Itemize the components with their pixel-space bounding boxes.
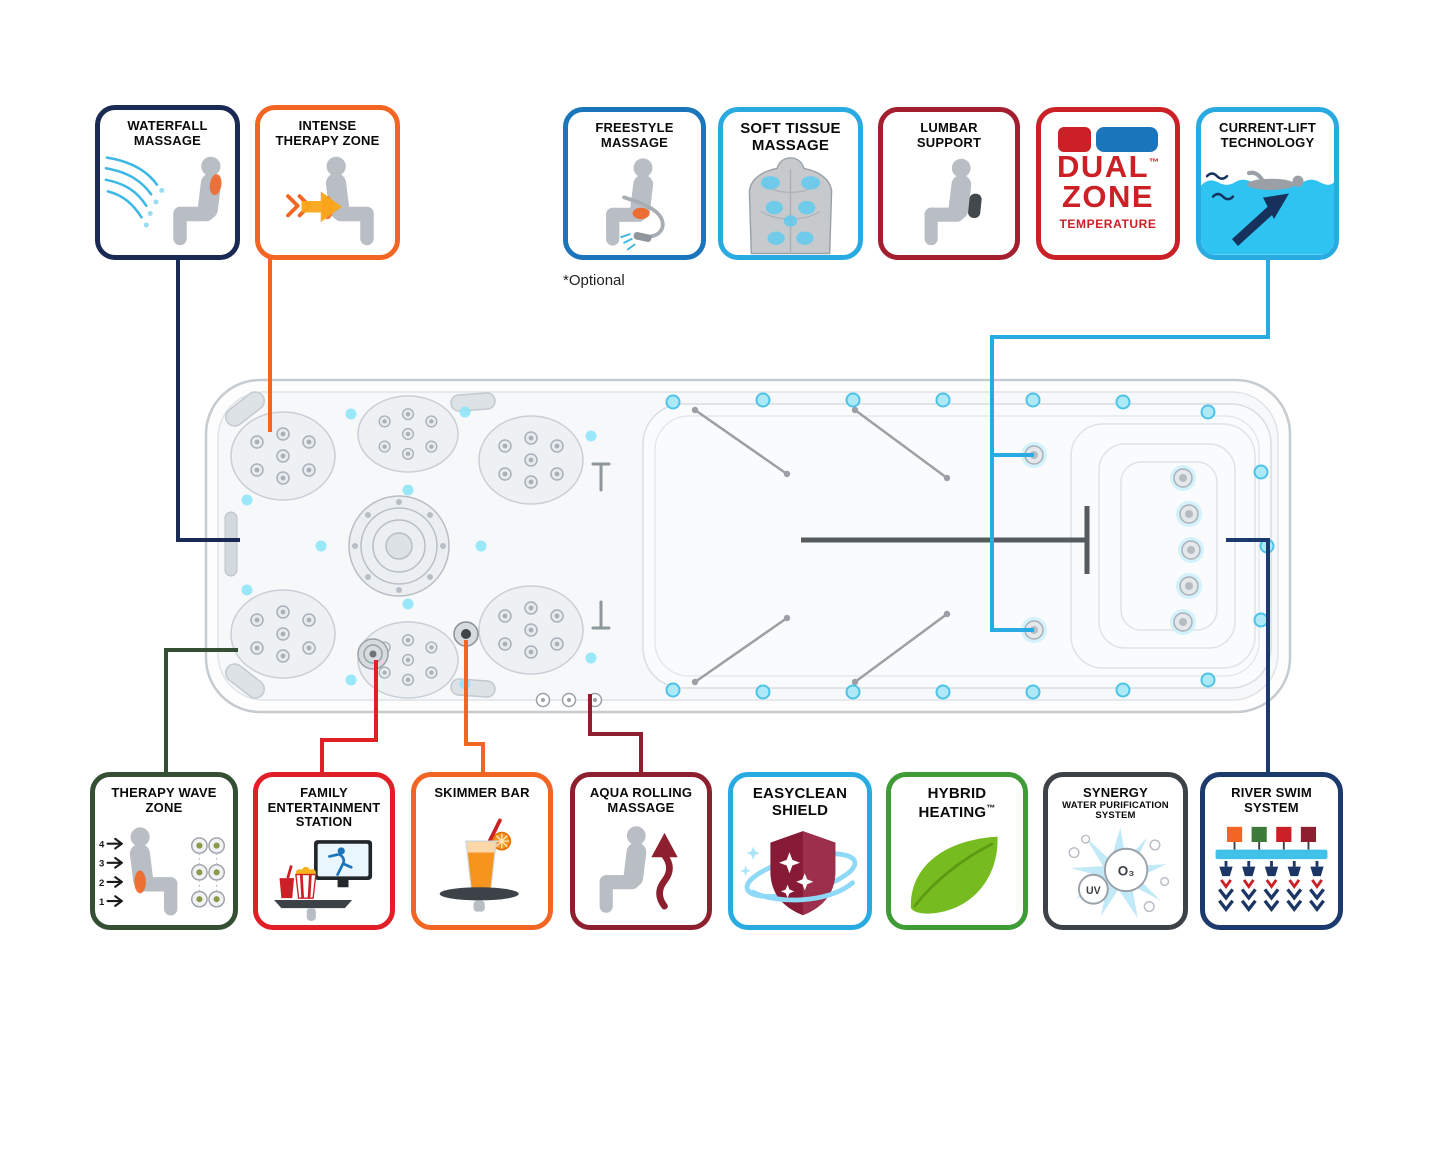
intense-therapy-label: INTENSE THERAPY ZONE	[275, 118, 380, 148]
easyclean-label: EASYCLEAN SHIELD	[752, 785, 848, 819]
badge-lumbar-support: LUMBAR SUPPORT	[878, 107, 1020, 260]
trademark-symbol: ™	[1149, 157, 1160, 169]
waterfall-massage-label: WATERFALL MASSAGE	[127, 118, 208, 148]
freestyle-massage-label: FREESTYLE MASSAGE	[595, 120, 674, 150]
wave-number-4: 4	[99, 840, 105, 851]
badge-current-lift-technology: CURRENT-LIFT TECHNOLOGY	[1196, 107, 1339, 260]
aqua-rolling-massage-icon	[599, 826, 678, 913]
current-lift-icon	[1201, 170, 1334, 255]
lumbar-support-label: LUMBAR SUPPORT	[916, 120, 982, 150]
current-lift-water-graphic	[1201, 169, 1334, 255]
soft-tissue-massage-icon	[748, 156, 833, 254]
badge-river-swim-system: RIVER SWIM SYSTEM	[1200, 772, 1343, 930]
dual-zone-red-shape	[1058, 127, 1091, 152]
dual-zone-blue-shape	[1096, 127, 1158, 152]
ozone-label: O₃	[1118, 864, 1135, 879]
river-swim-label: RIVER SWIM SYSTEM	[1231, 785, 1312, 815]
hybrid-heating-leaf-icon	[910, 836, 998, 914]
river-swim-system-icon	[1215, 826, 1328, 912]
badge-freestyle-massage: FREESTYLE MASSAGE	[563, 107, 706, 260]
freestyle-massage-icon	[606, 158, 665, 251]
swim-spa-top-view	[204, 378, 1292, 714]
dual-zone-word-zone: ZONE	[1061, 179, 1155, 215]
therapy-wave-label: THERAPY WAVE ZONE	[111, 785, 217, 815]
optional-note: *Optional	[563, 272, 625, 289]
synergy-label: SYNERGY WATER PURIFICATION SYSTEM	[1062, 785, 1169, 822]
intense-therapy-icon	[286, 156, 374, 246]
badge-intense-therapy-zone: INTENSE THERAPY ZONE	[255, 105, 400, 260]
family-entertainment-icon	[274, 839, 373, 921]
skimmer-bar-label: SKIMMER BAR	[434, 785, 530, 800]
badge-therapy-wave-zone: THERAPY WAVE ZONE 4 3 2 1	[90, 772, 238, 930]
badge-waterfall-massage: WATERFALL MASSAGE	[95, 105, 240, 260]
dual-zone-word-dual: DUAL™	[1056, 149, 1160, 184]
dual-zone-word-temperature: TEMPERATURE	[1059, 216, 1157, 231]
wave-number-3: 3	[99, 859, 104, 870]
aqua-rolling-label: AQUA ROLLING MASSAGE	[589, 785, 693, 815]
therapy-wave-zone-icon: 4 3 2 1	[99, 827, 225, 916]
badge-skimmer-bar: SKIMMER BAR	[411, 772, 553, 930]
wave-number-2: 2	[99, 878, 104, 889]
skimmer-bar-icon	[439, 818, 519, 912]
waterfall-massage-icon	[104, 156, 223, 246]
lumbar-support-icon	[924, 158, 982, 246]
current-lift-label: CURRENT-LIFT TECHNOLOGY	[1219, 120, 1316, 150]
easyclean-shield-icon	[740, 830, 858, 915]
badge-aqua-rolling-massage: AQUA ROLLING MASSAGE	[570, 772, 712, 930]
badge-hybrid-heating: HYBRID HEATING™	[886, 772, 1028, 930]
dual-zone-logo	[1058, 127, 1158, 152]
family-entertainment-label: FAMILY ENTERTAINMENT STATION	[267, 785, 381, 830]
badge-easyclean-shield: EASYCLEAN SHIELD	[728, 772, 872, 930]
hybrid-heating-label: HYBRID HEATING™	[918, 785, 996, 821]
wave-number-1: 1	[99, 897, 105, 908]
badge-dual-zone-temperature: DUAL™ ZONE TEMPERATURE	[1036, 107, 1180, 260]
badge-family-entertainment-station: FAMILY ENTERTAINMENT STATION	[253, 772, 395, 930]
synergy-purification-icon: O₃ UV	[1068, 827, 1170, 919]
badge-synergy-water-purification: SYNERGY WATER PURIFICATION SYSTEM O₃ UV	[1043, 772, 1188, 930]
badge-soft-tissue-massage: SOFT TISSUE MASSAGE	[718, 107, 863, 260]
trademark-symbol: ™	[986, 802, 996, 813]
soft-tissue-label: SOFT TISSUE MASSAGE	[740, 120, 841, 154]
uv-label: UV	[1086, 885, 1101, 897]
